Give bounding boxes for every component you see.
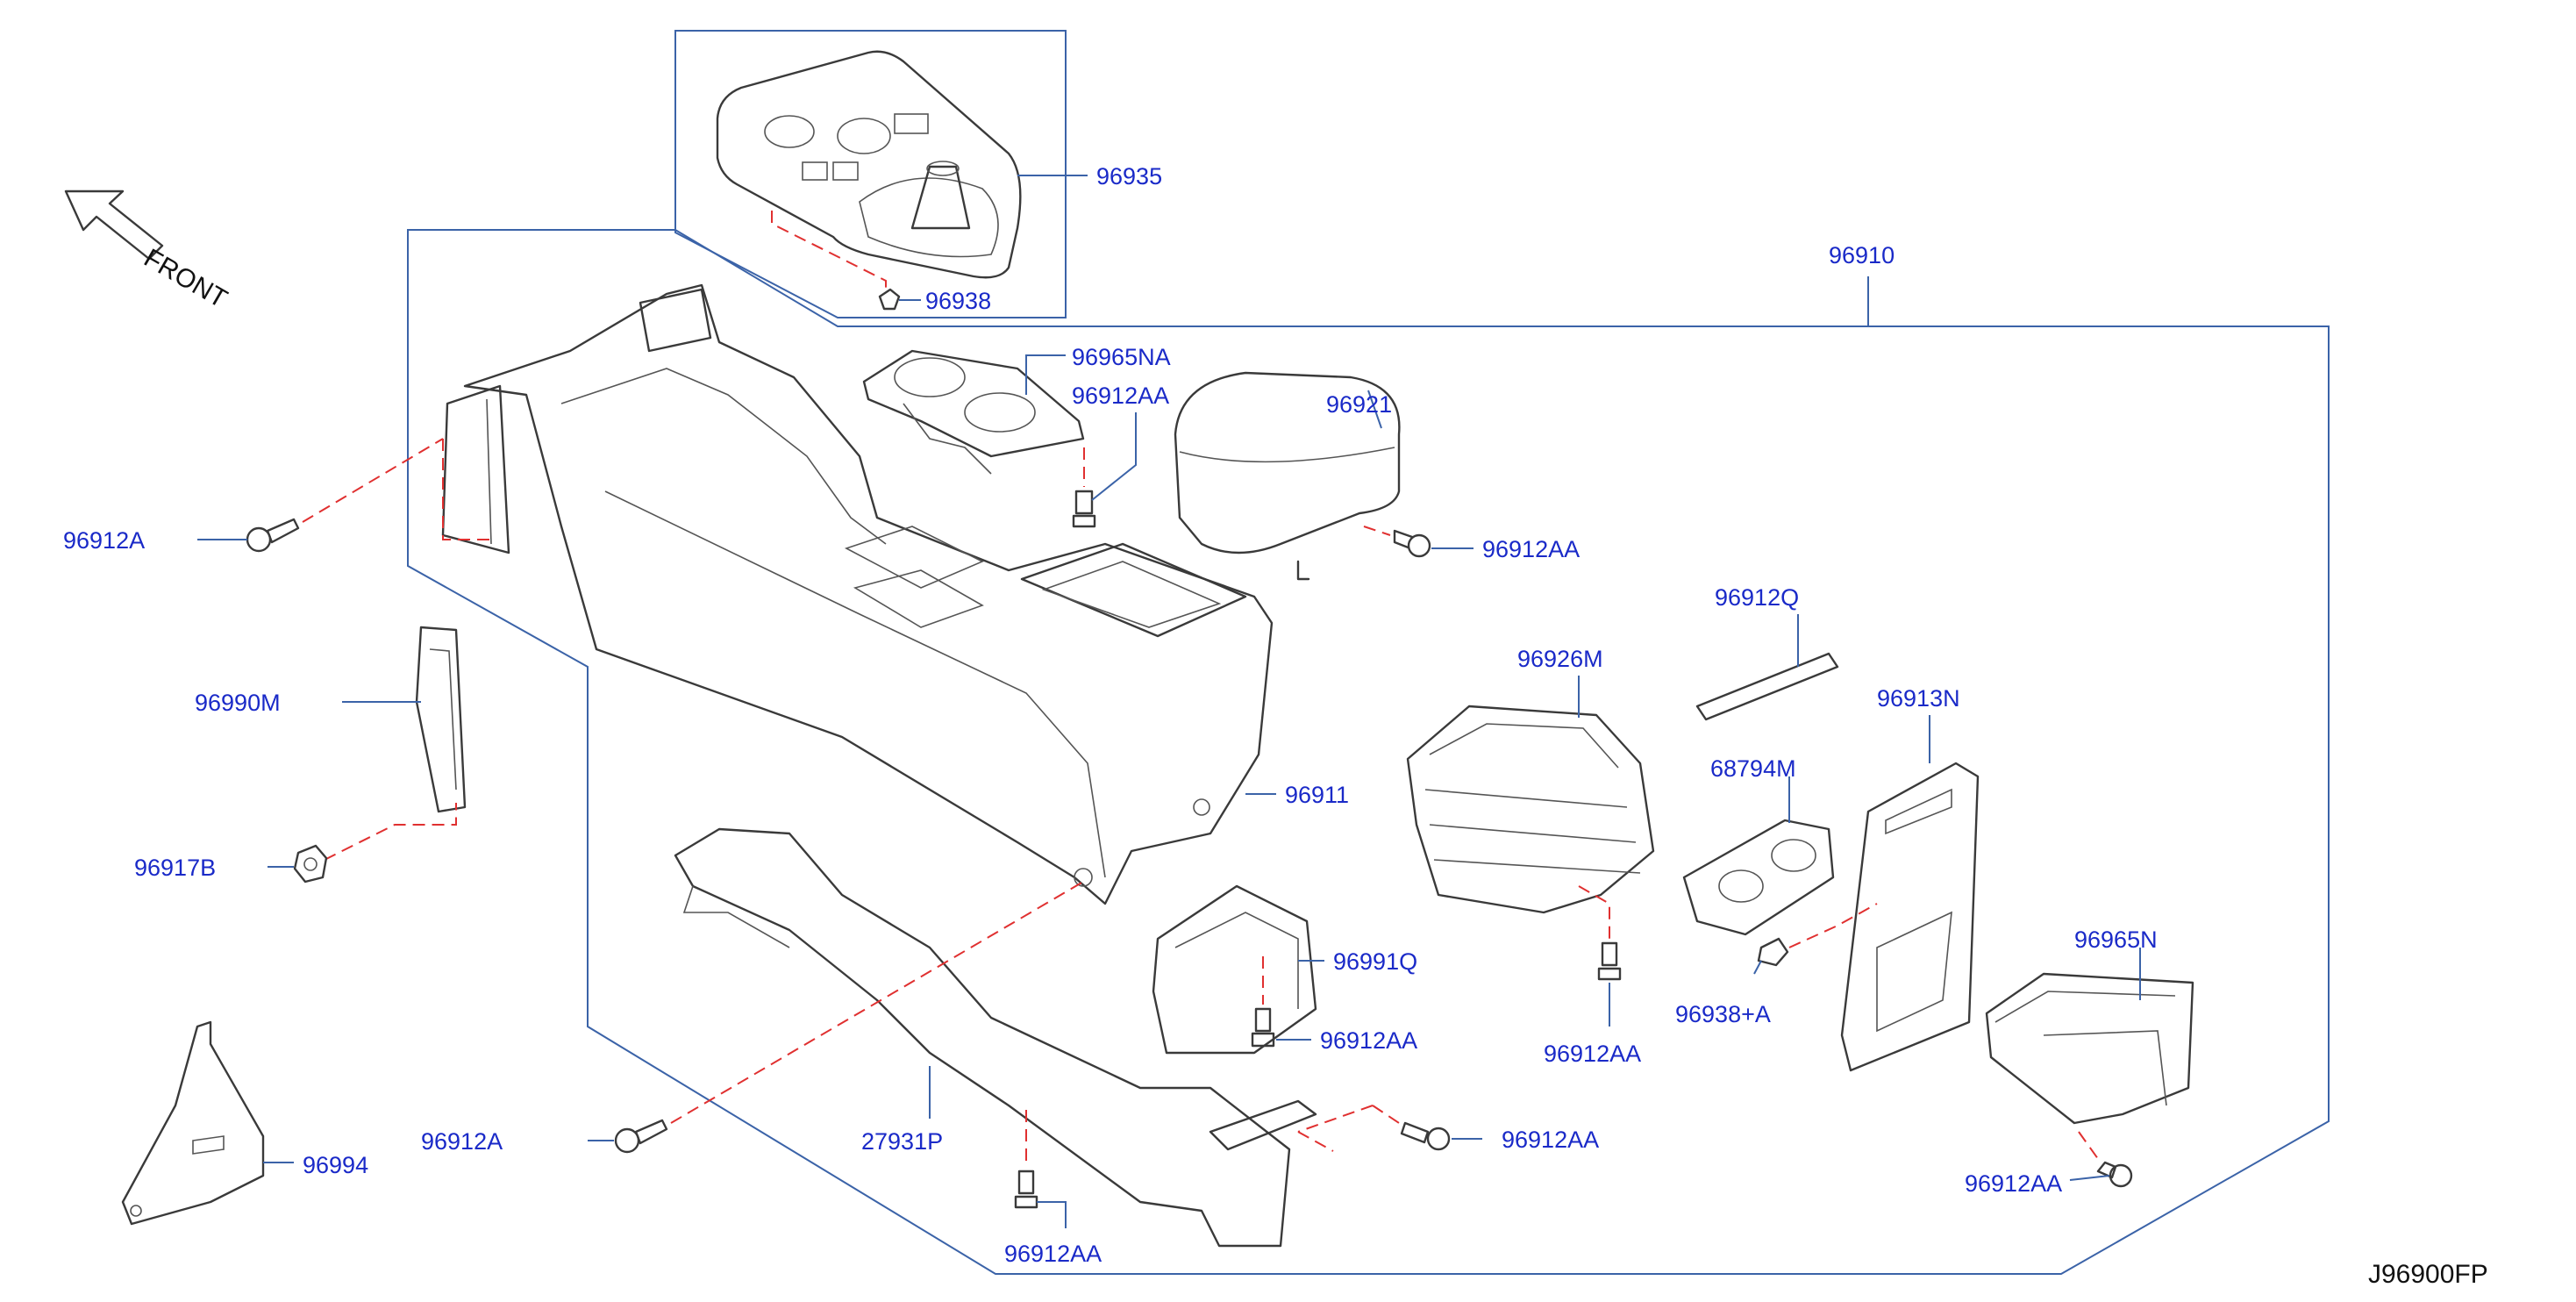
part-68794M-vent [1682, 819, 1835, 936]
dash-96912A-bottom [670, 881, 1084, 1124]
dash-96938A [1788, 903, 1878, 948]
label-96913N: 96913N [1877, 685, 1960, 712]
part-96938A-clip [1757, 937, 1789, 967]
part-96912AA-screw-top [1072, 490, 1096, 528]
part-96917B-nut [293, 844, 328, 884]
label-27931P: 27931P [861, 1128, 943, 1155]
dash-96912AA-rail [1297, 1105, 1400, 1152]
leader-96938A [1753, 960, 1762, 975]
label-96991Q: 96991Q [1333, 948, 1417, 975]
dash-96912AA-right [2078, 1131, 2101, 1163]
label-96912AA-arm: 96912AA [1482, 536, 1580, 562]
part-96921-armrest-lid [1174, 371, 1401, 581]
label-96910: 96910 [1829, 242, 1895, 268]
label-96990M: 96990M [195, 690, 281, 716]
part-96913N-panel [1840, 762, 1980, 1072]
label-96938A: 96938+A [1675, 1001, 1771, 1027]
part-96965NA-cup-holder [862, 349, 1085, 475]
dash-96917B [324, 803, 457, 861]
label-96938: 96938 [925, 288, 991, 314]
label-96912AA-top: 96912AA [1072, 383, 1169, 409]
drawing-code: J96900FP [2368, 1260, 2488, 1289]
part-96926M-storage-box [1406, 705, 1655, 914]
dash-96912AA-box [1578, 885, 1610, 939]
part-96912AA-screw-box [1597, 941, 1622, 981]
front-arrow-icon [64, 190, 164, 261]
part-96912AA-screw-armrest [1393, 529, 1431, 558]
front-label: FRONT [139, 243, 232, 313]
dash-96912A-top [302, 438, 491, 540]
part-96991Q-bracket [1152, 884, 1317, 1055]
part-96912AA-screw-right [2096, 1161, 2133, 1188]
part-96911-console-body [441, 283, 1274, 905]
dash-96938 [771, 211, 887, 290]
group-frame-96910 [407, 229, 2330, 1275]
dash-96912AA-arm [1363, 526, 1391, 536]
label-96912AA-bottom: 96912AA [1004, 1241, 1102, 1267]
label-96994: 96994 [303, 1152, 368, 1178]
part-96912AA-screw-bracket [1251, 1007, 1275, 1048]
part-96994-bracket [121, 1020, 265, 1226]
leader-96912AA-bottom [1037, 1201, 1067, 1228]
leader-96965NA [1025, 354, 1066, 395]
label-96912AA-rail: 96912AA [1502, 1127, 1599, 1153]
group-frame-96935 [674, 30, 1067, 318]
label-96935: 96935 [1096, 163, 1162, 190]
label-96965NA: 96965NA [1072, 344, 1171, 370]
part-96912AA-screw-rail [1400, 1121, 1451, 1151]
label-96912AA-box: 96912AA [1544, 1041, 1641, 1067]
label-96912Q: 96912Q [1715, 584, 1799, 611]
part-96912AA-screw-bottom [1014, 1170, 1038, 1209]
label-96917B: 96917B [134, 855, 216, 881]
label-96921: 96921 [1326, 391, 1392, 418]
part-96990M-bracket [415, 626, 467, 813]
part-96935-shift-finisher [716, 50, 1022, 279]
label-96912AA-right: 96912AA [1965, 1170, 2062, 1197]
leader-96921 [1367, 390, 1382, 429]
label-96912A-top: 96912A [63, 527, 145, 554]
leader-96912AA-right [2069, 1175, 2110, 1181]
part-96912Q-strip [1695, 652, 1839, 721]
label-96912A-bottom: 96912A [421, 1128, 503, 1155]
part-96938-clip [878, 288, 901, 311]
leader-96912AA-top [1091, 412, 1137, 501]
part-96965N-box [1985, 972, 2194, 1125]
part-27931P-duct [674, 827, 1317, 1248]
part-96912A-screw-bottom [614, 1119, 668, 1154]
label-96926M: 96926M [1517, 646, 1603, 672]
label-68794M: 68794M [1710, 755, 1796, 782]
part-96912A-screw-top [246, 518, 300, 553]
label-96912AA-bracket: 96912AA [1320, 1027, 1417, 1054]
label-96965N: 96965N [2074, 926, 2158, 953]
label-96911: 96911 [1285, 782, 1349, 808]
